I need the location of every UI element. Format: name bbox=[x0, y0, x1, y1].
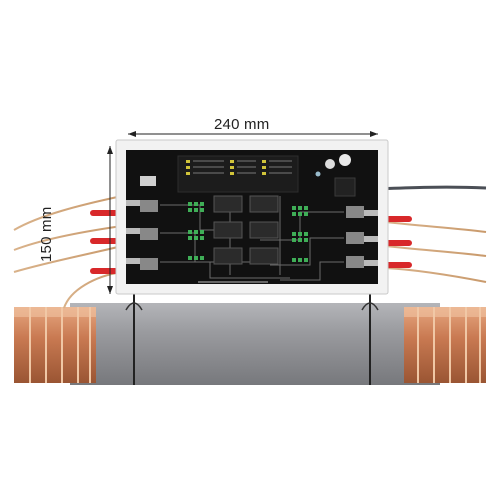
pipe bbox=[70, 303, 440, 385]
height-dimension bbox=[107, 146, 113, 294]
copper-coil-left bbox=[14, 307, 96, 383]
height-dimension-label: 150 mm bbox=[38, 206, 55, 262]
control-unit bbox=[115, 139, 389, 295]
copper-coil-right bbox=[404, 307, 486, 383]
mounting-brackets bbox=[125, 292, 379, 385]
width-dimension bbox=[128, 131, 378, 137]
red-leads-left bbox=[90, 210, 118, 274]
width-dimension-label: 240 mm bbox=[214, 116, 270, 133]
